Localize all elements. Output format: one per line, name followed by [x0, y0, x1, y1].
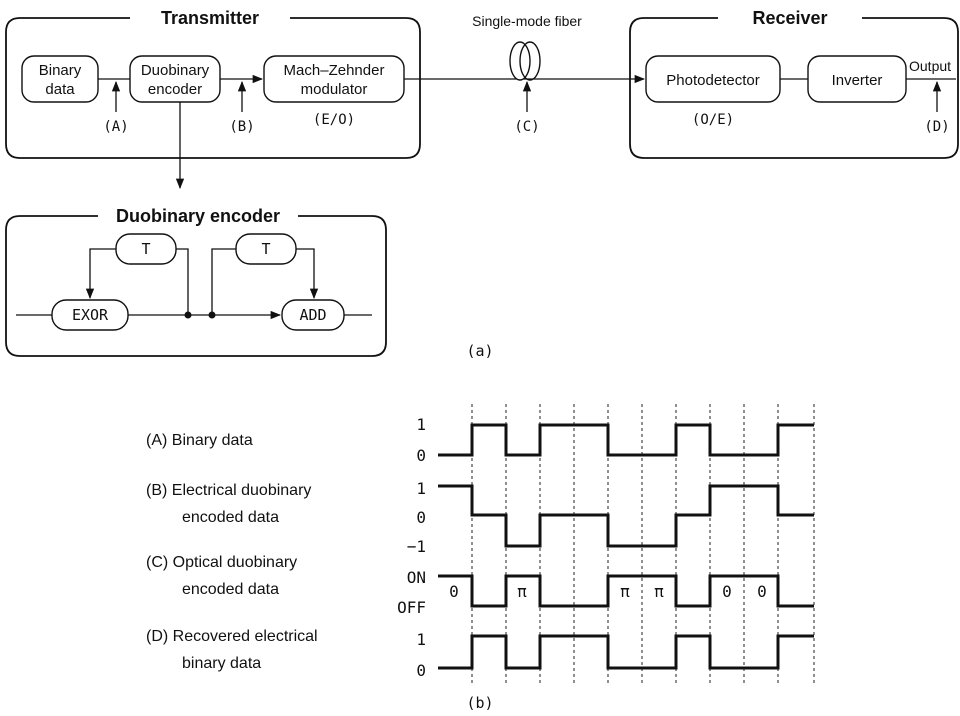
row-b-level-minus-1: −1: [407, 537, 426, 556]
caption-b: (b): [466, 694, 493, 712]
fiber-link: Single-mode fiber (C): [404, 13, 646, 135]
caption-a: (a): [466, 342, 493, 360]
row-a-label: (A) Binary data: [146, 432, 253, 449]
encoder-detail-block: Duobinary encoder EXOR T T ADD: [5, 206, 387, 357]
binary-data-label-2: data: [45, 81, 75, 98]
row-c-label-2: encoded data: [182, 581, 279, 598]
transmitter-block: Transmitter Binary data Duobinary encode…: [5, 8, 421, 190]
binary-data-label-1: Binary: [39, 62, 82, 79]
add-label: ADD: [299, 306, 326, 324]
waveform-c-optical-duobinary: [438, 574, 814, 608]
delay-label-1: T: [141, 240, 150, 258]
modulator-label-1: Mach–Zehnder: [284, 62, 385, 79]
phase-labels: 0 π π π 0 0: [449, 582, 767, 601]
row-a-level-1: 1: [416, 415, 426, 434]
waveform-d-recovered-binary: [438, 634, 814, 670]
row-b-label-1: (B) Electrical duobinary: [146, 482, 311, 499]
level-labels: 1 0 1 0 −1 ON OFF 1 0: [397, 415, 426, 680]
modulator-eo-note: (E/O): [313, 112, 355, 128]
inverter-label: Inverter: [832, 72, 883, 89]
transmitter-title: Transmitter: [161, 8, 259, 28]
probe-c-label: (C): [514, 119, 539, 135]
phase-label-3: π: [620, 582, 630, 601]
row-labels: (A) Binary data (B) Electrical duobinary…: [146, 432, 318, 672]
feedback-path-in: [176, 248, 189, 315]
row-c-level-off: OFF: [397, 598, 426, 617]
row-b-label-2: encoded data: [182, 509, 279, 526]
probe-a-label: (A): [103, 119, 128, 135]
row-a-level-0: 0: [416, 446, 426, 465]
timing-grid: [471, 404, 815, 684]
fiber-label: Single-mode fiber: [472, 13, 582, 29]
phase-label-6: 0: [757, 582, 767, 601]
row-b-level-0: 0: [416, 508, 426, 527]
photodetector-oe-note: (O/E): [692, 112, 734, 128]
phase-label-2: π: [517, 582, 527, 601]
row-d-label-1: (D) Recovered electrical: [146, 628, 318, 645]
row-d-label-2: binary data: [182, 655, 261, 672]
encoder-label-1: Duobinary: [141, 62, 210, 79]
output-label: Output: [909, 58, 951, 74]
row-b-level-1: 1: [416, 479, 426, 498]
receiver-title: Receiver: [752, 8, 827, 28]
phase-label-4: π: [654, 582, 664, 601]
fiber-coil-loop-2: [519, 41, 541, 81]
delay-path-out: [296, 248, 319, 300]
encoder-label-2: encoder: [148, 81, 202, 98]
delay-path-in: [211, 248, 236, 315]
phase-label-5: 0: [722, 582, 732, 601]
feedback-path-out: [85, 248, 116, 300]
encoder-detail-title: Duobinary encoder: [116, 206, 280, 226]
waveform-a-binary-data: [438, 423, 814, 457]
exor-label: EXOR: [72, 306, 109, 324]
row-d-level-1: 1: [416, 630, 426, 649]
waveform-b-electrical-duobinary: [438, 484, 814, 548]
row-c-level-on: ON: [407, 568, 426, 587]
delay-label-2: T: [261, 240, 270, 258]
receiver-block: Receiver Photodetector (O/E) Inverter Ou…: [629, 8, 959, 159]
modulator-label-2: modulator: [301, 81, 368, 98]
probe-b-label: (B): [229, 119, 254, 135]
phase-label-1: 0: [449, 582, 459, 601]
row-c-label-1: (C) Optical duobinary: [146, 554, 297, 571]
row-d-level-0: 0: [416, 661, 426, 680]
probe-d-label: (D): [924, 119, 949, 135]
photodetector-label: Photodetector: [666, 72, 759, 89]
